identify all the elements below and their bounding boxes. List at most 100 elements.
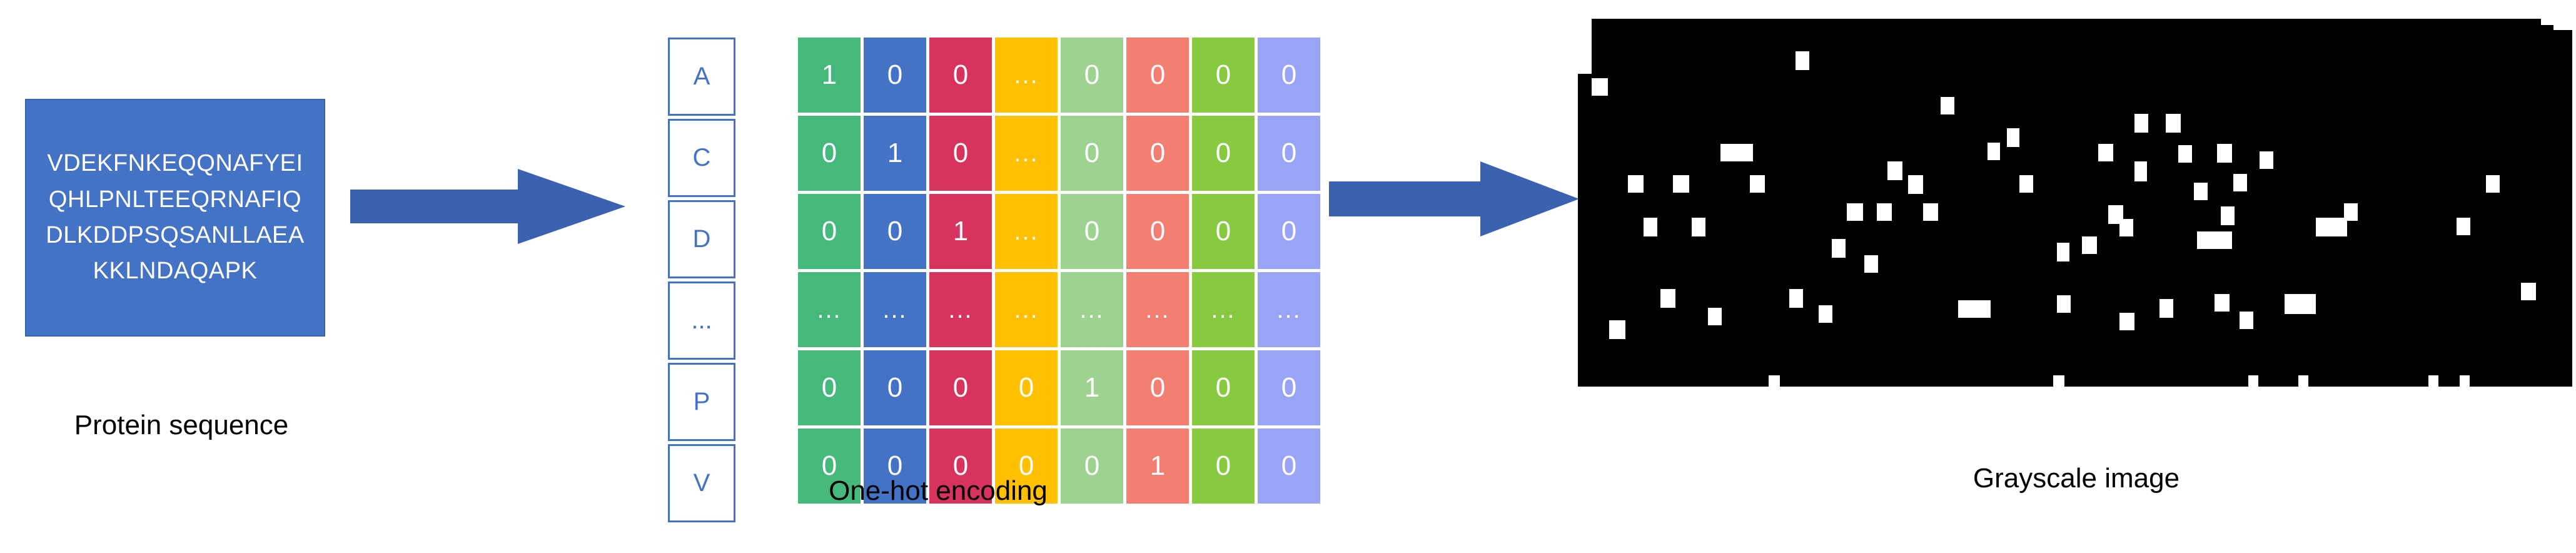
sequence-line: VDEKFNKEQQNAFYEI xyxy=(47,150,303,177)
grayscale-pixel xyxy=(1592,78,1608,96)
matrix-cell: 1 xyxy=(929,194,992,269)
grayscale-pixel xyxy=(2285,294,2316,314)
row-label-a: A xyxy=(668,38,735,116)
grayscale-pixel xyxy=(2178,145,2192,163)
matrix-cell: 0 xyxy=(864,38,926,113)
grayscale-pixel xyxy=(2233,174,2247,191)
grayscale-pixel xyxy=(1864,255,1878,273)
grayscale-pixel xyxy=(2194,183,2208,200)
matrix-cell: ... xyxy=(995,38,1058,113)
grayscale-pixel xyxy=(2166,114,2181,133)
matrix-cell: ... xyxy=(995,272,1058,347)
grayscale-pixel xyxy=(1692,218,1705,236)
protein-sequence-box: VDEKFNKEQQNAFYEI QHLPNLTEEQRNAFIQ DLKDDP… xyxy=(25,99,325,337)
grayscale-pixel xyxy=(1887,161,1902,180)
matrix-cell: 0 xyxy=(1126,194,1189,269)
matrix-cell: 0 xyxy=(929,350,992,425)
protein-sequence-panel: VDEKFNKEQQNAFYEI QHLPNLTEEQRNAFIQ DLKDDP… xyxy=(25,99,325,337)
one-hot-encoding-caption: One-hot encoding xyxy=(829,475,1048,506)
matrix-cell: 0 xyxy=(995,350,1058,425)
matrix-cell: 0 xyxy=(864,350,926,425)
matrix-cell: ... xyxy=(864,272,926,347)
row-label-v: V xyxy=(668,444,735,522)
matrix-cell: 0 xyxy=(929,429,992,504)
matrix-cell: ... xyxy=(929,272,992,347)
matrix-cell: ... xyxy=(1061,272,1123,347)
sequence-line: QHLPNLTEEQRNAFIQ xyxy=(48,186,302,213)
matrix-cell: 0 xyxy=(798,429,861,504)
grayscale-pixel xyxy=(2057,295,2071,313)
grayscale-pixel xyxy=(2344,203,2358,221)
grayscale-pixel xyxy=(2457,218,2470,235)
matrix-cell: ... xyxy=(995,194,1058,269)
matrix-cell: 0 xyxy=(1126,350,1189,425)
matrix-cell: ... xyxy=(1126,272,1189,347)
grayscale-pixel xyxy=(1941,97,1954,114)
matrix-cell: 0 xyxy=(798,116,861,191)
grayscale-pixel xyxy=(1708,308,1722,325)
grayscale-slab xyxy=(1578,25,2553,387)
matrix-cell: ... xyxy=(995,116,1058,191)
matrix-cell: 0 xyxy=(1126,38,1189,113)
matrix-cell: 0 xyxy=(864,429,926,504)
matrix-cell: 0 xyxy=(1258,38,1320,113)
grayscale-pixel xyxy=(2159,299,2173,318)
matrix-cell: 0 xyxy=(864,194,926,269)
grayscale-pixel xyxy=(1609,320,1625,339)
grayscale-pixel xyxy=(2217,144,2232,163)
grayscale-pixel xyxy=(2134,161,2147,181)
grayscale-pixel xyxy=(1796,51,1809,70)
grayscale-edge-notch xyxy=(1578,19,1592,74)
sequence-line: DLKDDPSQSANLLAEA xyxy=(46,222,305,248)
sequence-line: KKLNDAQAPK xyxy=(93,258,258,285)
grayscale-image-caption: Grayscale image xyxy=(1972,463,2180,494)
right-arrow-icon xyxy=(1329,161,1579,236)
grayscale-pixel xyxy=(2057,243,2069,261)
matrix-cell: 0 xyxy=(1061,429,1123,504)
grayscale-pixel xyxy=(1789,289,1803,308)
grayscale-pixel xyxy=(1832,239,1846,258)
grayscale-pixel xyxy=(2260,151,2273,169)
matrix-cell: 0 xyxy=(1061,116,1123,191)
grayscale-pixel xyxy=(2007,128,2019,147)
grayscale-pixel xyxy=(1908,175,1923,194)
amino-acid-label-column: A C D ... P V xyxy=(668,38,735,522)
grayscale-pixel xyxy=(2221,206,2235,225)
grayscale-pixel xyxy=(1988,143,2000,160)
grayscale-image-canvas xyxy=(1578,19,2572,391)
grayscale-edge-notch xyxy=(2053,375,2064,391)
grayscale-pixel xyxy=(1644,218,1657,236)
grayscale-pixel xyxy=(2082,236,2097,254)
grayscale-pixel xyxy=(1847,203,1863,221)
grayscale-pixel xyxy=(1958,300,1991,318)
grayscale-pixel xyxy=(2240,312,2253,329)
matrix-cell: 0 xyxy=(1126,116,1189,191)
grayscale-pixel xyxy=(2215,294,2230,312)
grayscale-pixel xyxy=(2119,313,2134,330)
grayscale-pixel xyxy=(1750,175,1765,193)
matrix-cell: 0 xyxy=(1258,350,1320,425)
grayscale-pixel xyxy=(1877,203,1892,221)
right-arrow-icon xyxy=(350,169,625,244)
matrix-cell: 0 xyxy=(1192,38,1255,113)
grayscale-edge-notch xyxy=(2248,375,2258,391)
row-label-p: P xyxy=(668,363,735,441)
grayscale-edge-notch xyxy=(2428,375,2438,391)
matrix-cell: 1 xyxy=(1126,429,1189,504)
grayscale-pixel xyxy=(1660,289,1675,308)
grayscale-pixel xyxy=(2316,218,2347,236)
matrix-cell: 1 xyxy=(864,116,926,191)
grayscale-image-panel xyxy=(1578,19,2572,391)
row-label-c: C xyxy=(668,119,735,197)
matrix-cell: ... xyxy=(1192,272,1255,347)
grayscale-edge-notch xyxy=(1769,375,1780,391)
matrix-cell: 0 xyxy=(929,116,992,191)
grayscale-pixel xyxy=(2217,231,2232,249)
protein-sequence-caption: Protein sequence xyxy=(74,410,289,440)
grayscale-edge-notch xyxy=(2298,375,2308,391)
grayscale-pixel xyxy=(1628,175,1644,193)
matrix-cell: 0 xyxy=(1061,194,1123,269)
